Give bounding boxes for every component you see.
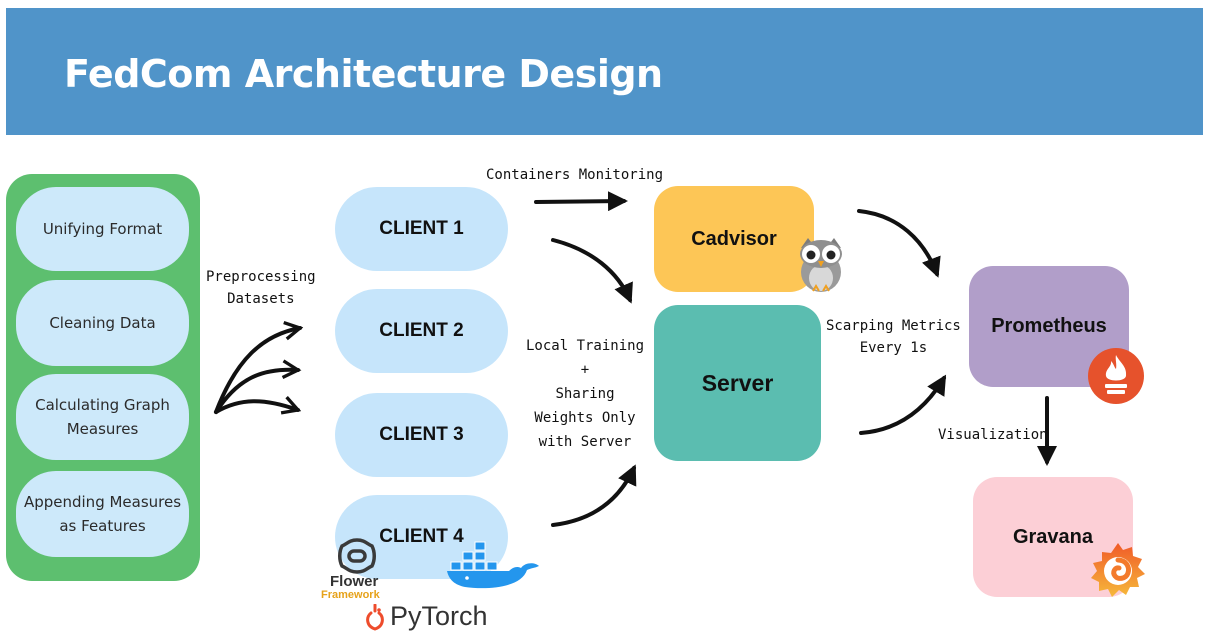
local-training-label: Local Training + Sharing Weights Only wi…	[526, 338, 645, 451]
containers-monitoring-label: Containers Monitoring	[486, 167, 664, 183]
docker-whale-icon	[447, 541, 539, 589]
page-title: FedCom Architecture Design	[64, 52, 663, 96]
cadvisor-to-prometheus-arrow	[857, 209, 941, 278]
scraping-metrics-label: Scarping Metrics Every 1s	[826, 318, 961, 356]
pytorch-flame-icon	[366, 604, 384, 631]
prep-step-appending-measures: Appending Measures as Features	[16, 471, 189, 557]
title-banner: FedCom Architecture Design	[6, 8, 1203, 135]
grafana-spiral-icon	[1091, 543, 1145, 597]
prep-arrow-1	[214, 328, 300, 414]
server-node: Server	[654, 305, 821, 461]
visualization-label: Visualization	[938, 427, 1048, 443]
client1-to-cadvisor-arrow	[534, 191, 628, 212]
client4-to-server-arrow	[551, 464, 637, 527]
flower-logo-icon	[338, 538, 376, 574]
cadvisor-node: Cadvisor	[654, 186, 814, 292]
owl-icon	[800, 238, 842, 292]
flower-logo-subtitle: Framework	[321, 589, 380, 601]
prep-arrow-3	[214, 401, 298, 412]
preprocessing-panel: Unifying Format Cleaning Data Calculatin…	[6, 174, 200, 581]
prep-step-unifying-format: Unifying Format	[16, 187, 189, 271]
prep-step-calculating-graph-measures: Calculating Graph Measures	[16, 374, 189, 460]
client-3-node: CLIENT 3	[335, 393, 508, 477]
preprocessing-datasets-label: Preprocessing Datasets	[206, 269, 316, 307]
client-2-node: CLIENT 2	[335, 289, 508, 373]
client-1-node: CLIENT 1	[335, 187, 508, 271]
flower-logo-name: Flower	[330, 573, 379, 590]
server-to-prometheus-arrow	[859, 374, 947, 435]
prep-step-cleaning-data: Cleaning Data	[16, 280, 189, 366]
prometheus-flame-icon	[1088, 348, 1144, 404]
pytorch-logo-name: PyTorch	[390, 601, 488, 631]
client1-to-server-arrow	[551, 238, 633, 304]
prep-arrow-2	[214, 370, 298, 414]
